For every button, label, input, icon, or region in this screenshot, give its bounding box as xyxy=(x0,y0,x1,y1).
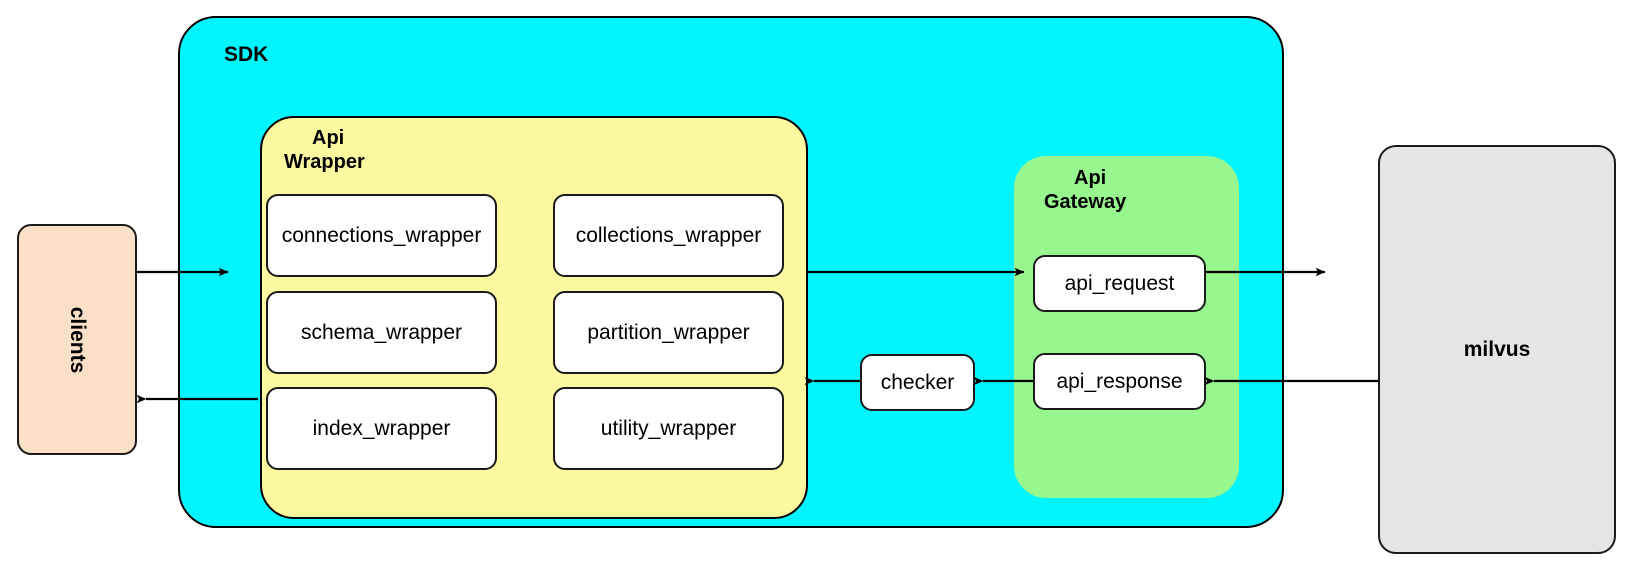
milvus-node[interactable]: milvus xyxy=(1378,145,1616,554)
node-collections-wrapper[interactable]: collections_wrapper xyxy=(553,194,784,277)
node-schema-wrapper[interactable]: schema_wrapper xyxy=(266,291,497,374)
sdk-title: SDK xyxy=(224,43,269,66)
api-gateway-title: Api Gateway xyxy=(1044,167,1127,214)
api-gateway-container[interactable]: Api Gateway xyxy=(1014,156,1239,498)
node-utility-wrapper[interactable]: utility_wrapper xyxy=(553,387,784,470)
clients-node[interactable]: clients xyxy=(17,224,137,455)
clients-label: clients xyxy=(66,306,89,373)
node-checker[interactable]: checker xyxy=(860,354,975,411)
node-api-response[interactable]: api_response xyxy=(1033,353,1206,410)
node-connections-wrapper[interactable]: connections_wrapper xyxy=(266,194,497,277)
node-index-wrapper[interactable]: index_wrapper xyxy=(266,387,497,470)
api-wrapper-title: Api Wrapper xyxy=(284,127,365,174)
node-api-request[interactable]: api_request xyxy=(1033,255,1206,312)
node-partition-wrapper[interactable]: partition_wrapper xyxy=(553,291,784,374)
